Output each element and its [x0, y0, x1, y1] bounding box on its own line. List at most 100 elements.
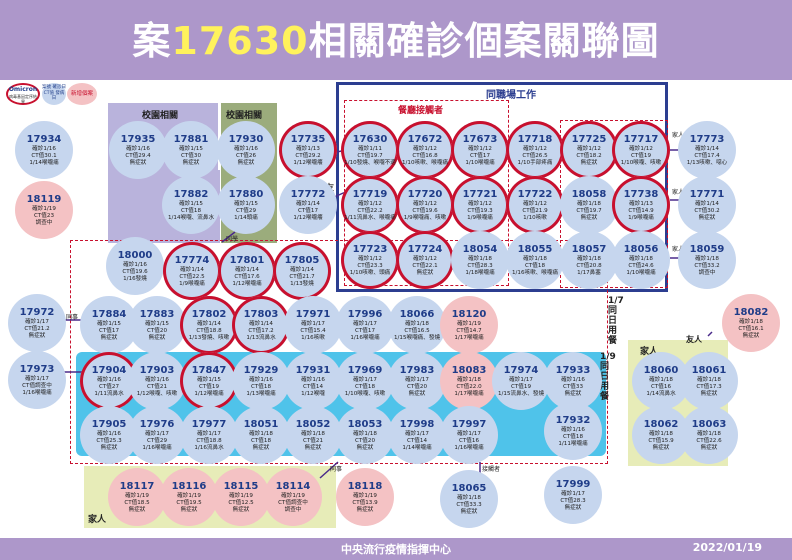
case-onset: 1/14喉嚨痛 [29, 159, 59, 166]
case-id: 18065 [451, 482, 487, 494]
case-id: 17774 [174, 254, 210, 266]
school-zone-b-label: 校園相關 [226, 111, 263, 121]
case-id: 17735 [290, 133, 326, 145]
case-ct-value: CT值22.1 [412, 262, 438, 269]
edge-label-colleague-b: 同事 [330, 466, 343, 473]
case-onset: 1/12喉嚨痛 [232, 280, 262, 287]
case-id: 17802 [191, 308, 227, 320]
case-ct-value: CT值17 [297, 207, 319, 214]
case-confirm-date: 確診1/18 [695, 255, 719, 262]
footer-agency: 中央流行疫情指揮中心 [341, 543, 451, 556]
case-confirm-date: 確診1/17 [509, 376, 533, 383]
case-ct-value: CT值19 [630, 152, 652, 159]
footer-date: 2022/01/19 [692, 541, 762, 554]
case-id: 17969 [347, 364, 383, 376]
case-id: 18054 [462, 243, 498, 255]
case-id: 17721 [462, 188, 498, 200]
case-confirm-date: 確診1/14 [180, 266, 204, 273]
case-onset: 1/15喉嚨痛、發燒 [393, 334, 441, 341]
edge-18114-meal [319, 461, 339, 479]
case-onset: 1/14頭痛 [234, 214, 258, 221]
case-id: 18118 [347, 480, 383, 492]
case-ct-value: CT值14.9 [628, 207, 654, 214]
case-onset: 無症狀 [100, 444, 118, 451]
case-confirm-date: 確診1/14 [296, 200, 320, 207]
case-onset: 1/16喉嚨痛 [142, 444, 172, 451]
case-confirm-date: 確診1/15 [197, 376, 221, 383]
case-id: 18051 [243, 418, 279, 430]
case-id: 17882 [173, 188, 209, 200]
case-confirm-date: 確診1/16 [234, 145, 258, 152]
case-onset: 1/16喉嚨痛 [22, 389, 52, 396]
case-id: 18055 [517, 243, 553, 255]
workplace-zone-label: 同職場工作 [486, 90, 536, 101]
case-id: 17720 [407, 188, 443, 200]
case-id: 17725 [571, 133, 607, 145]
case-confirm-date: 確診1/18 [468, 255, 492, 262]
case-onset: 1/10發燒、喉嚨不適 [344, 159, 396, 166]
case-ct-value: CT值調查中 [278, 499, 308, 506]
case-confirm-date: 確診1/12 [523, 145, 547, 152]
case-id: 17738 [623, 188, 659, 200]
case-ct-value: CT值21.9 [522, 207, 548, 214]
case-confirm-date: 確診1/15 [97, 320, 121, 327]
case-ct-value: CT值29 [235, 207, 257, 214]
case-ct-value: CT值17 [98, 327, 120, 334]
title-case-number: 17630 [171, 19, 309, 63]
case-ct-value: CT值20 [406, 383, 428, 390]
case-confirm-date: 確診1/13 [629, 200, 653, 207]
case-ct-value: CT值19.6 [412, 207, 438, 214]
case-confirm-date: 確診1/14 [249, 320, 273, 327]
legend-omicron-sub: 病毒基因定序結果 [9, 94, 37, 104]
edge-label-colleague-a: 同事 [66, 314, 79, 321]
case-onset: 無症狀 [564, 390, 582, 397]
case-id: 17930 [228, 133, 264, 145]
case-confirm-date: 確診1/16 [249, 376, 273, 383]
case-confirm-date: 確診1/19 [229, 492, 253, 499]
case-confirm-date: 確診1/17 [353, 376, 377, 383]
case-onset: 無症狀 [408, 390, 426, 397]
case-id: 18116 [171, 480, 207, 492]
case-confirm-date: 確診1/17 [405, 376, 429, 383]
case-onset: 無症狀 [129, 159, 147, 166]
case-confirm-date: 確診1/17 [25, 375, 49, 382]
edge-17880-17774 [221, 231, 236, 243]
case-onset: 無症狀 [580, 159, 598, 166]
case-confirm-date: 確診1/18 [697, 430, 721, 437]
case-id: 17773 [689, 133, 725, 145]
case-ct-value: CT值18.2 [576, 152, 602, 159]
case-confirm-date: 確診1/12 [523, 200, 547, 207]
case-confirm-date: 確診1/17 [353, 320, 377, 327]
case-id: 17999 [555, 478, 591, 490]
case-ct-value: CT值調查中 [22, 382, 52, 389]
case-onset: 無症狀 [416, 269, 434, 276]
case-confirm-date: 確診1/16 [561, 426, 585, 433]
case-id: 18117 [119, 480, 155, 492]
case-onset: 無症狀 [356, 444, 374, 451]
case-id: 17932 [555, 414, 591, 426]
meal-zone-17-label: 1/7同日用餐 [608, 296, 624, 346]
case-ct-value: CT值27 [98, 383, 120, 390]
case-ct-value: CT值26.5 [522, 152, 548, 159]
case-id: 18058 [571, 188, 607, 200]
case-onset: 無症狀 [252, 444, 270, 451]
case-onset: 1/10咳嗽、喉嚨痛 [401, 159, 449, 166]
